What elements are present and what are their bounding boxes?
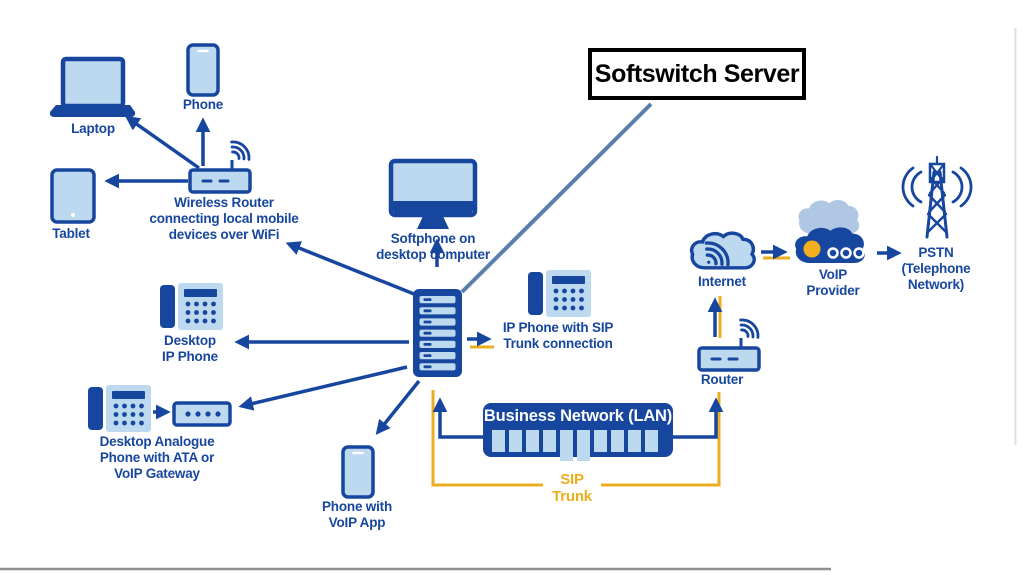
page-title: Softswitch Server — [594, 59, 800, 88]
sip-trunk-label: SIP Trunk — [552, 471, 592, 506]
router-label: Router — [700, 372, 744, 387]
wireless-router-icon — [188, 136, 255, 194]
tablet-label: Tablet — [52, 226, 90, 241]
desktop-ip-phone-label: Desktop IP Phone — [162, 333, 218, 364]
tablet-icon — [50, 168, 96, 224]
ip-phone-sip-icon — [528, 270, 591, 317]
router-icon — [697, 314, 764, 372]
connection-arrows — [104, 115, 902, 439]
laptop-label: Laptop — [71, 121, 115, 136]
phone-label: Phone — [182, 97, 224, 112]
softswitch-server-icon — [413, 289, 462, 377]
desktop-analogue-phone-label: Desktop Analogue Phone with ATA or VoIP … — [99, 434, 215, 481]
arrow-lan-to-router — [673, 397, 724, 439]
internet-label: Internet — [698, 274, 746, 289]
desktop-ip-phone-icon — [160, 283, 223, 330]
phone-icon — [186, 43, 220, 97]
lan-label: Business Network (LAN) — [483, 407, 673, 425]
ata-box-icon — [172, 401, 232, 427]
arrow-router-to-laptop — [124, 115, 201, 170]
voip-provider-cloud-icon — [795, 199, 865, 263]
softphone-monitor-icon — [388, 158, 478, 229]
pstn-label: PSTN (Telephone Network) — [901, 245, 971, 292]
internet-cloud-icon — [689, 231, 756, 270]
arrow-server-to-analogue — [238, 365, 408, 411]
lan-box — [483, 403, 673, 461]
arrow-lan-to-server — [432, 397, 483, 439]
softswitch-server-title-box: Softswitch Server — [588, 48, 806, 100]
laptop-icon — [49, 56, 136, 117]
softphone-label: Softphone on desktop computer — [376, 231, 490, 262]
wireless-router-label: Wireless Router connecting local mobile … — [149, 195, 299, 242]
arrow-server-to-voipapp — [375, 379, 421, 435]
ip-phone-sip-label: IP Phone with SIP Trunk connection — [502, 320, 614, 351]
voip-app-phone-label: Phone with VoIP App — [322, 499, 392, 530]
voip-app-phone-icon — [341, 445, 375, 499]
desktop-analogue-phone-icon — [88, 385, 151, 432]
title-pointer-line — [460, 102, 653, 294]
arrow-server-to-wifi — [285, 241, 420, 298]
voip-provider-label: VoIP Provider — [806, 267, 860, 298]
sip-trunk-path — [431, 256, 790, 487]
pstn-tower-icon — [901, 155, 973, 239]
